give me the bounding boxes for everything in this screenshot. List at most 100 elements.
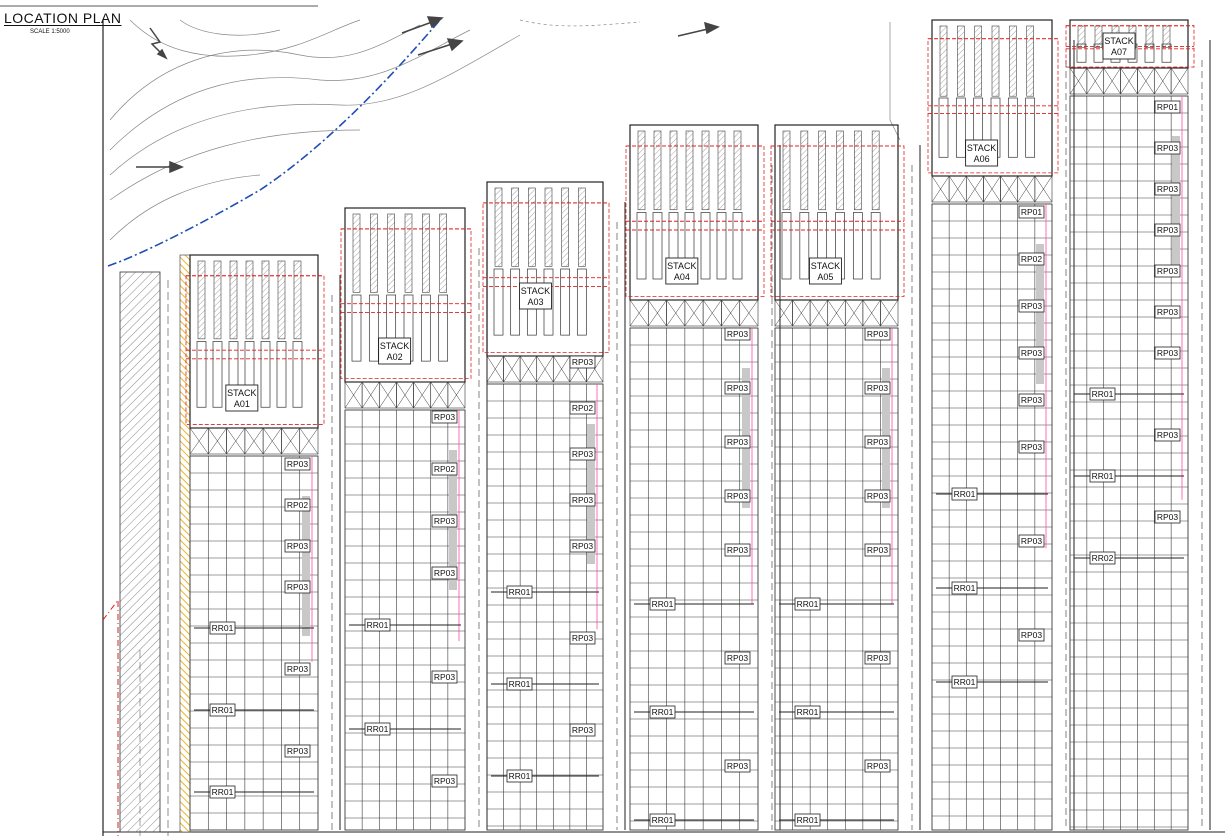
reefer-tag-box bbox=[569, 355, 596, 369]
crossed-slot bbox=[880, 299, 899, 327]
crossed-slot-row bbox=[1069, 67, 1189, 95]
slot-cross bbox=[430, 381, 449, 409]
slot-cross bbox=[486, 355, 504, 383]
crane-rail bbox=[1145, 25, 1154, 48]
reefer-tag: RP03 bbox=[864, 489, 891, 503]
crane-rail bbox=[511, 187, 519, 267]
slot-cross bbox=[361, 381, 380, 409]
reefer-tag: RR01 bbox=[194, 703, 314, 717]
reefer-tag-text: RP03 bbox=[1021, 395, 1043, 405]
arrow-icon bbox=[401, 16, 444, 34]
reefer-tag-box bbox=[569, 401, 596, 415]
reefer-tag: RP03 bbox=[431, 410, 458, 424]
reefer-tag-text: RR01 bbox=[212, 787, 234, 797]
crane-rail bbox=[528, 187, 536, 267]
crossed-slot-row bbox=[931, 175, 1053, 203]
reefer-tag-box bbox=[431, 514, 458, 528]
stack-block-4: STACKA04RP03RP03RP03RP03RP03RR01RP03RR01… bbox=[625, 124, 781, 831]
slot-cross bbox=[739, 299, 759, 327]
crossed-slot bbox=[1170, 67, 1189, 95]
reefer-tag-box bbox=[864, 543, 891, 557]
grid-outline bbox=[1069, 95, 1189, 831]
reefer-tag: RP03 bbox=[1154, 141, 1181, 155]
crossed-slot-row bbox=[629, 299, 759, 327]
reefer-tag-box bbox=[864, 759, 891, 773]
reefer-tag: RP03 bbox=[864, 543, 891, 557]
arrow-icon bbox=[417, 38, 464, 56]
slot-cross bbox=[931, 175, 950, 203]
reefer-tag: RP03 bbox=[569, 493, 596, 507]
reefer-tag-text: RP03 bbox=[1157, 430, 1179, 440]
reefer-tag-box bbox=[794, 597, 821, 611]
container-slot-grid bbox=[189, 455, 319, 831]
reefer-tag-box bbox=[506, 677, 533, 691]
yellow-hatched-strip bbox=[179, 254, 191, 833]
stack-block-6: STACKA06RP01RP02RP03RP03RP03RP03RR01RP03… bbox=[927, 19, 1075, 831]
stack-label-box bbox=[808, 257, 842, 285]
red-dashed-zone bbox=[1065, 25, 1195, 68]
crane-rail bbox=[733, 130, 742, 211]
slot-cross bbox=[1069, 67, 1088, 95]
reefer-tag-box bbox=[431, 774, 458, 788]
slot-cross bbox=[774, 299, 793, 327]
reefer-tag: RR02 bbox=[1074, 551, 1184, 565]
reefer-tag: RP02 bbox=[431, 462, 458, 476]
reefer-tag-box bbox=[284, 457, 311, 471]
reefer-tag-box bbox=[794, 813, 821, 827]
crane-rail bbox=[352, 213, 361, 293]
reefer-tag: RR01 bbox=[1074, 387, 1184, 401]
crane-rail bbox=[939, 25, 948, 97]
crane-rail bbox=[422, 213, 430, 293]
reefer-tag-text: RR01 bbox=[212, 623, 234, 633]
crane-rail bbox=[387, 213, 395, 293]
reefer-tag: RP03 bbox=[284, 539, 311, 553]
reefer-tag: RP03 bbox=[724, 651, 751, 665]
reefer-tag: RR01 bbox=[936, 675, 1048, 689]
reefer-tag-box bbox=[1018, 346, 1045, 360]
slot-cross bbox=[244, 427, 264, 455]
reefer-tag-box bbox=[569, 631, 596, 645]
slot-cross bbox=[721, 299, 740, 327]
stack-label-box bbox=[378, 337, 412, 365]
reefer-tag: RP03 bbox=[724, 435, 751, 449]
reefer-tag: RP03 bbox=[431, 514, 458, 528]
crane-unit bbox=[652, 212, 663, 280]
crane-rail bbox=[261, 260, 270, 340]
crossed-slot bbox=[447, 381, 466, 409]
crossed-slot-row bbox=[189, 427, 319, 455]
reefer-tag-box bbox=[864, 489, 891, 503]
crane-unit bbox=[420, 294, 431, 362]
site-boundary-line bbox=[107, 19, 441, 267]
reefer-tag: RR01 bbox=[349, 618, 461, 632]
reefer-tag-box bbox=[724, 381, 751, 395]
reefer-tag: RP03 bbox=[569, 355, 596, 369]
reefer-tag-box bbox=[1089, 551, 1116, 565]
reefer-tag-box bbox=[1018, 534, 1045, 548]
reefer-tag: RR01 bbox=[491, 585, 599, 599]
slot-cross bbox=[447, 381, 466, 409]
red-dashed-zone bbox=[185, 275, 325, 425]
reefer-tag-box bbox=[864, 435, 891, 449]
slot-cross bbox=[1034, 175, 1053, 203]
reefer-tag-text: RP03 bbox=[867, 761, 889, 771]
reefer-tag-box bbox=[284, 539, 311, 553]
slot-cross bbox=[983, 175, 1001, 203]
reefer-tag-text: RP03 bbox=[867, 437, 889, 447]
crossed-slot bbox=[739, 299, 759, 327]
stack-block-1: STACKA01RP03RP02RP03RP03RR01RP03RR01RP03… bbox=[185, 254, 341, 831]
crane-rail bbox=[836, 130, 844, 211]
reefer-tag-text: RP03 bbox=[727, 383, 749, 393]
stack-label-line: A03 bbox=[527, 297, 543, 307]
reefer-tag: RR01 bbox=[779, 597, 894, 611]
reefer-tag-box bbox=[1154, 141, 1181, 155]
crossed-slot-row bbox=[774, 299, 899, 327]
stack-label-line: STACK bbox=[521, 286, 550, 296]
crane-unit bbox=[351, 294, 362, 362]
container-slot-grid bbox=[774, 327, 899, 831]
stack-label-line: STACK bbox=[1104, 36, 1133, 46]
reefer-tag: RP03 bbox=[569, 447, 596, 461]
